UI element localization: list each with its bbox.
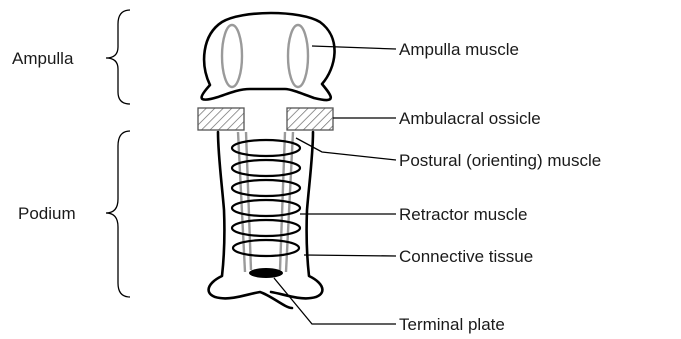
label-ampulla: Ampulla: [12, 49, 74, 68]
label-retractor-muscle: Retractor muscle: [399, 205, 527, 224]
leader-terminal-plate: [274, 278, 396, 324]
leader-ampulla-muscle: [312, 46, 396, 49]
podium-brace: [106, 131, 130, 297]
ampulla-muscle-left: [222, 25, 242, 87]
label-ambulacral-ossicle: Ambulacral ossicle: [399, 109, 541, 128]
label-terminal-plate: Terminal plate: [399, 315, 505, 334]
leader-connective-tissue: [304, 255, 396, 256]
ambulacral-ossicle-right: [287, 108, 333, 130]
ambulacral-ossicle-left: [198, 108, 244, 130]
terminal-plate: [249, 268, 283, 278]
label-ampulla-muscle: Ampulla muscle: [399, 40, 519, 59]
ampulla-muscle-right: [288, 25, 308, 87]
label-podium: Podium: [18, 204, 76, 223]
label-postural-muscle: Postural (orienting) muscle: [399, 151, 601, 170]
label-connective-tissue: Connective tissue: [399, 247, 533, 266]
ampulla-brace: [106, 10, 130, 104]
